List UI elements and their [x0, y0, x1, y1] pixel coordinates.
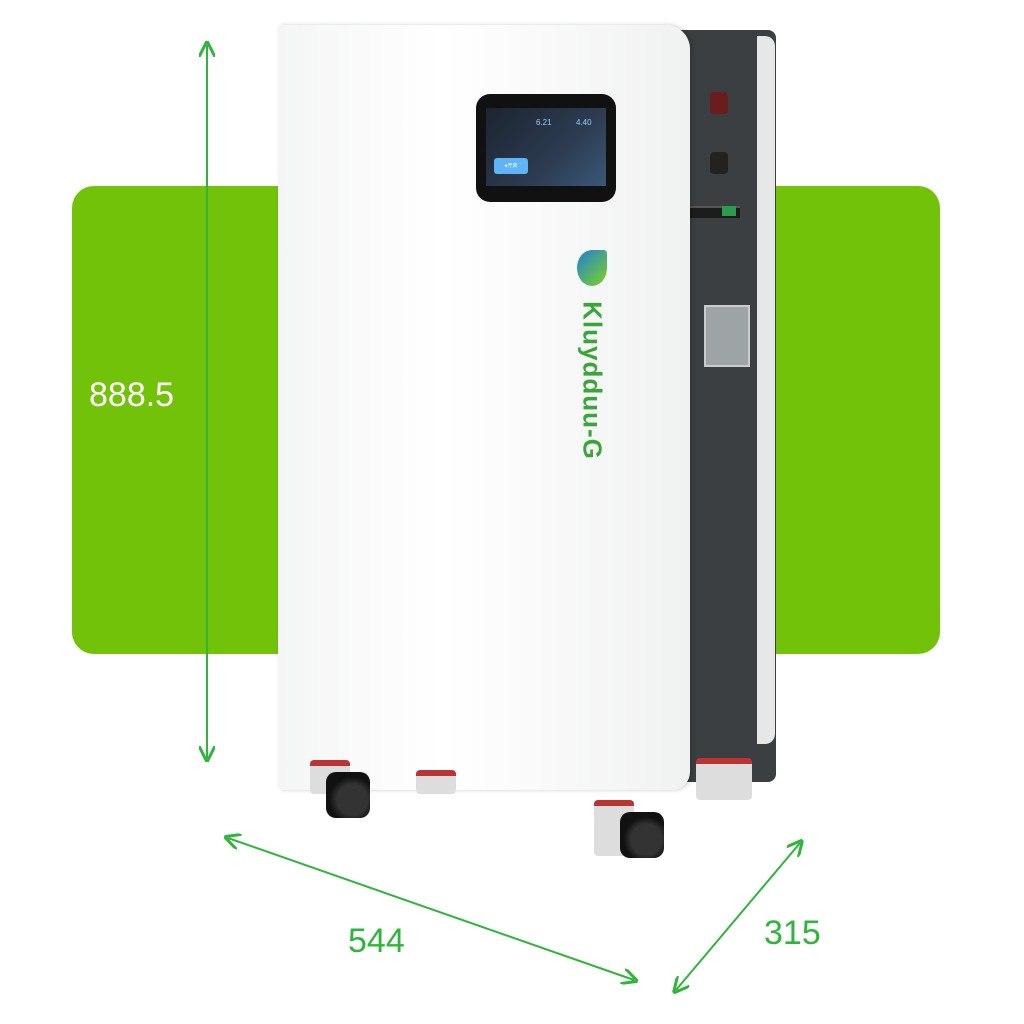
caster-wheel-rear-mid: [416, 770, 456, 794]
depth-label: 315: [764, 914, 821, 952]
green-connector: [722, 206, 736, 216]
caster-wheel-front-left: [310, 760, 370, 818]
side-edge-trim: [757, 36, 775, 744]
leaf-logo-icon: [577, 250, 607, 286]
width-label: 544: [348, 922, 405, 960]
breaker-switch-red: [710, 92, 728, 114]
screen-button: ●开启: [494, 158, 528, 174]
breaker-switch-black: [710, 152, 728, 174]
recessed-handle: [704, 305, 750, 367]
height-label: 888.5: [89, 376, 175, 414]
brand-logo: Kluydduu-G: [575, 250, 609, 470]
width-dimension-line: [228, 838, 634, 980]
screen-readout-2: 4.40: [576, 118, 592, 127]
screen-content: 6.21 4.40 ●开启: [486, 108, 606, 186]
screen-readout-1: 6.21: [536, 118, 552, 127]
caster-wheel-rear-right: [696, 758, 752, 800]
depth-dimension-line: [676, 843, 800, 990]
touch-screen-display: 6.21 4.40 ●开启: [476, 94, 616, 202]
